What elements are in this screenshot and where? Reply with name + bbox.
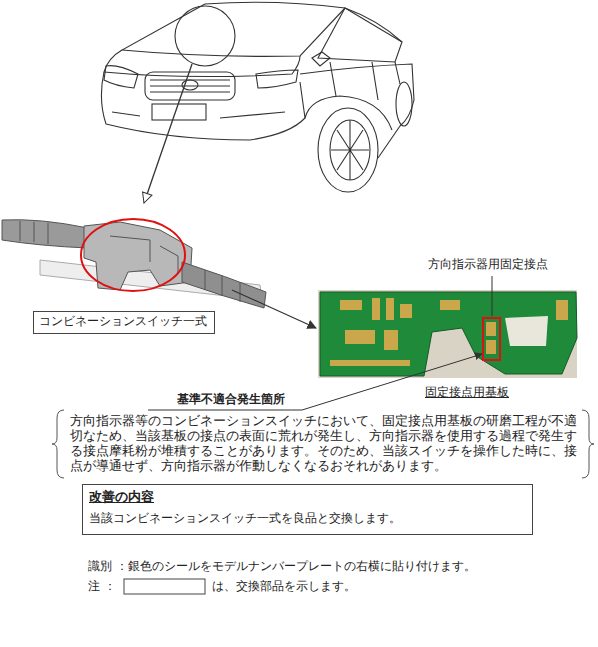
pcb-cutout [505,316,548,346]
description-text: 方向指示器等のコンビネーションスイッチにおいて、固定接点用基板の研磨工程が不適切… [70,413,582,473]
contact-pad [400,304,412,318]
pcb-board [320,292,577,376]
pointer-arrow [232,290,316,328]
contact-pad [345,330,375,344]
contact-pad [330,360,410,366]
note-text: 識別 ：銀色のシールをモデルナンバープレートの右横に貼り付けます。 [88,559,476,573]
remedy-box: 改善の内容当該コンビネーションスイッチ一式を良品と交換します。 [82,484,533,535]
highlight-ellipse [81,219,185,291]
part-label: 固定接点用基板 [425,385,509,399]
bracket [582,410,594,478]
car-license-plate [152,104,206,120]
car-bumper-lines [112,112,285,118]
highlight-rect [483,318,500,360]
car-grille [145,72,235,100]
car-sill [378,126,400,158]
car-drawing [101,2,414,192]
car-windshield [122,4,345,56]
contact-pad [386,298,394,320]
contact-pads [330,298,568,366]
switch-right-stalk [182,262,266,308]
car-hood [104,50,300,77]
note-text: 注 ： [88,579,116,593]
contact-pad [372,298,380,320]
car-mirror [312,52,330,66]
car-door-line [330,62,400,100]
bracket [52,410,64,478]
pointer-arrow [144,64,192,203]
switch-body-detail [110,236,178,274]
switch-stalk-ridges [205,270,240,302]
highlight-circle [175,6,235,66]
contact-pad [486,340,496,354]
car-bumper [101,72,305,140]
car-wheel-spokes [331,120,369,180]
car-grille-bars [150,80,230,92]
box-body: 当該コンビネーションスイッチ一式を良品と交換します。 [89,511,526,526]
sample-box [124,579,205,594]
switch-drawing [2,219,266,308]
contact-pad [384,330,398,350]
car-front-wheel [318,108,378,192]
note-text: は、交換部品を示します。 [212,579,356,593]
contact-pad [556,300,568,320]
contact-pad [440,300,460,310]
heading-label: 基準不適合発生箇所 [177,392,285,406]
contact-pad [486,322,496,336]
switch-left-stalk [2,220,88,248]
underline [148,410,302,411]
car-headlight [256,70,298,88]
car-wheel-arch [305,96,392,130]
car-side-window [318,8,402,62]
pointer-arrow [302,354,482,410]
switch-stalk-ridges [20,221,48,244]
car-rear-wheel [396,82,412,126]
part-label: 方向指示器用固定接点 [428,257,548,271]
part-name: コンビネーションスイッチ一式 [39,314,209,329]
switch-body [84,222,192,290]
box-heading: 改善の内容 [89,489,526,505]
car-front-wheel-rim [330,120,370,180]
leader-line [492,276,493,316]
car-headlight [104,66,138,88]
replacement-part-box: コンビネーションスイッチ一式 [33,311,215,334]
car-body-side [300,64,414,126]
contact-pad [340,300,362,310]
